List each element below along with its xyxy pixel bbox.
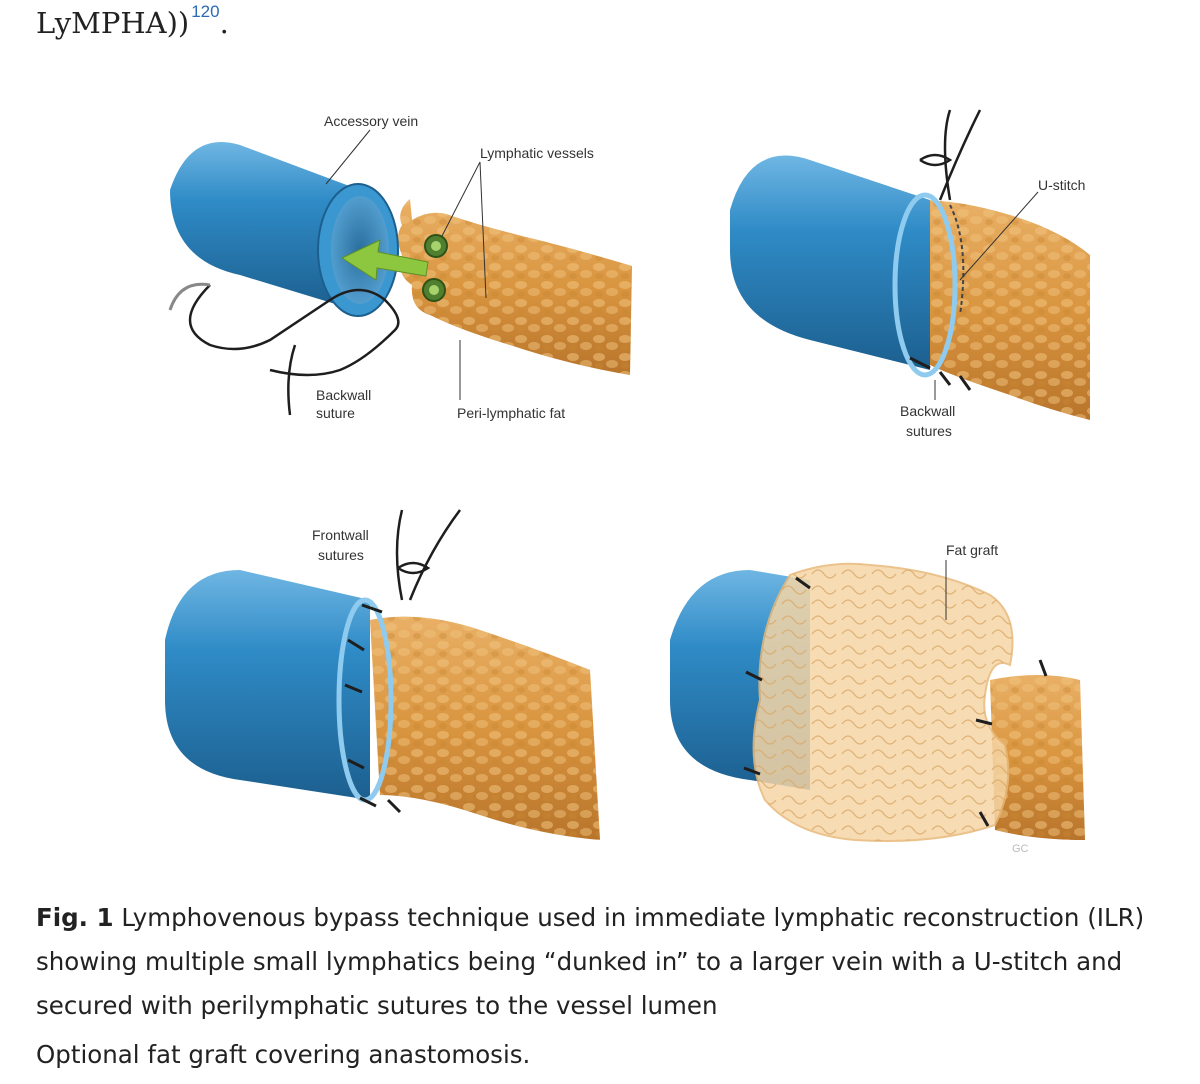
vein-b	[730, 155, 930, 370]
u-stitch-thread	[938, 109, 982, 201]
backwall-sutures-b	[909, 356, 972, 391]
graft-sutures-d	[743, 576, 1048, 827]
suture-needle	[168, 282, 211, 311]
figure-caption-text: Lymphovenous bypass technique used in im…	[36, 903, 1145, 1020]
label-peri-lymphatic-fat: Peri-lymphatic fat	[457, 405, 565, 421]
label-accessory-vein: Accessory vein	[324, 113, 418, 129]
panel-a: Accessory vein Lymphatic vessels Backwal…	[168, 113, 632, 421]
label-fat-graft: Fat graft	[946, 542, 998, 558]
label-frontwall-sutures-1: Frontwall	[312, 527, 369, 543]
preceding-text: LyMPHA))	[36, 6, 190, 40]
label-backwall-sutures-1: Backwall	[900, 403, 955, 419]
vein-rim-b	[892, 192, 958, 378]
preceding-text-line: LyMPHA))120.	[36, 2, 229, 40]
backwall-suture-thread	[188, 284, 400, 416]
figure-label: Fig. 1	[36, 903, 114, 932]
figure-illustration: Accessory vein Lymphatic vessels Backwal…	[150, 100, 1100, 870]
figure-caption: Fig. 1 Lymphovenous bypass technique use…	[36, 896, 1186, 1028]
panel-c: Frontwall sutures	[165, 509, 600, 840]
vein-c	[165, 570, 370, 800]
label-backwall-sutures-2: sutures	[906, 423, 952, 439]
frontwall-suture-thread	[395, 509, 462, 601]
label-frontwall-sutures-2: sutures	[318, 547, 364, 563]
label-u-stitch: U-stitch	[1038, 177, 1085, 193]
label-backwall-suture-2: suture	[316, 405, 355, 421]
preceding-text-period: .	[219, 6, 229, 40]
insertion-arrow	[340, 239, 429, 281]
label-lymphatic-vessels: Lymphatic vessels	[480, 145, 594, 161]
figure-note: Optional fat graft covering anastomosis.	[36, 1040, 531, 1069]
panel-d: Fat graft GC	[670, 542, 1085, 855]
label-backwall-suture-1: Backwall	[316, 387, 371, 403]
panel-b: U-stitch Backwall sutures	[730, 109, 1090, 439]
citation-reference[interactable]: 120	[191, 2, 220, 21]
frontwall-sutures-c	[344, 603, 402, 814]
illustrator-signature: GC	[1012, 843, 1029, 855]
